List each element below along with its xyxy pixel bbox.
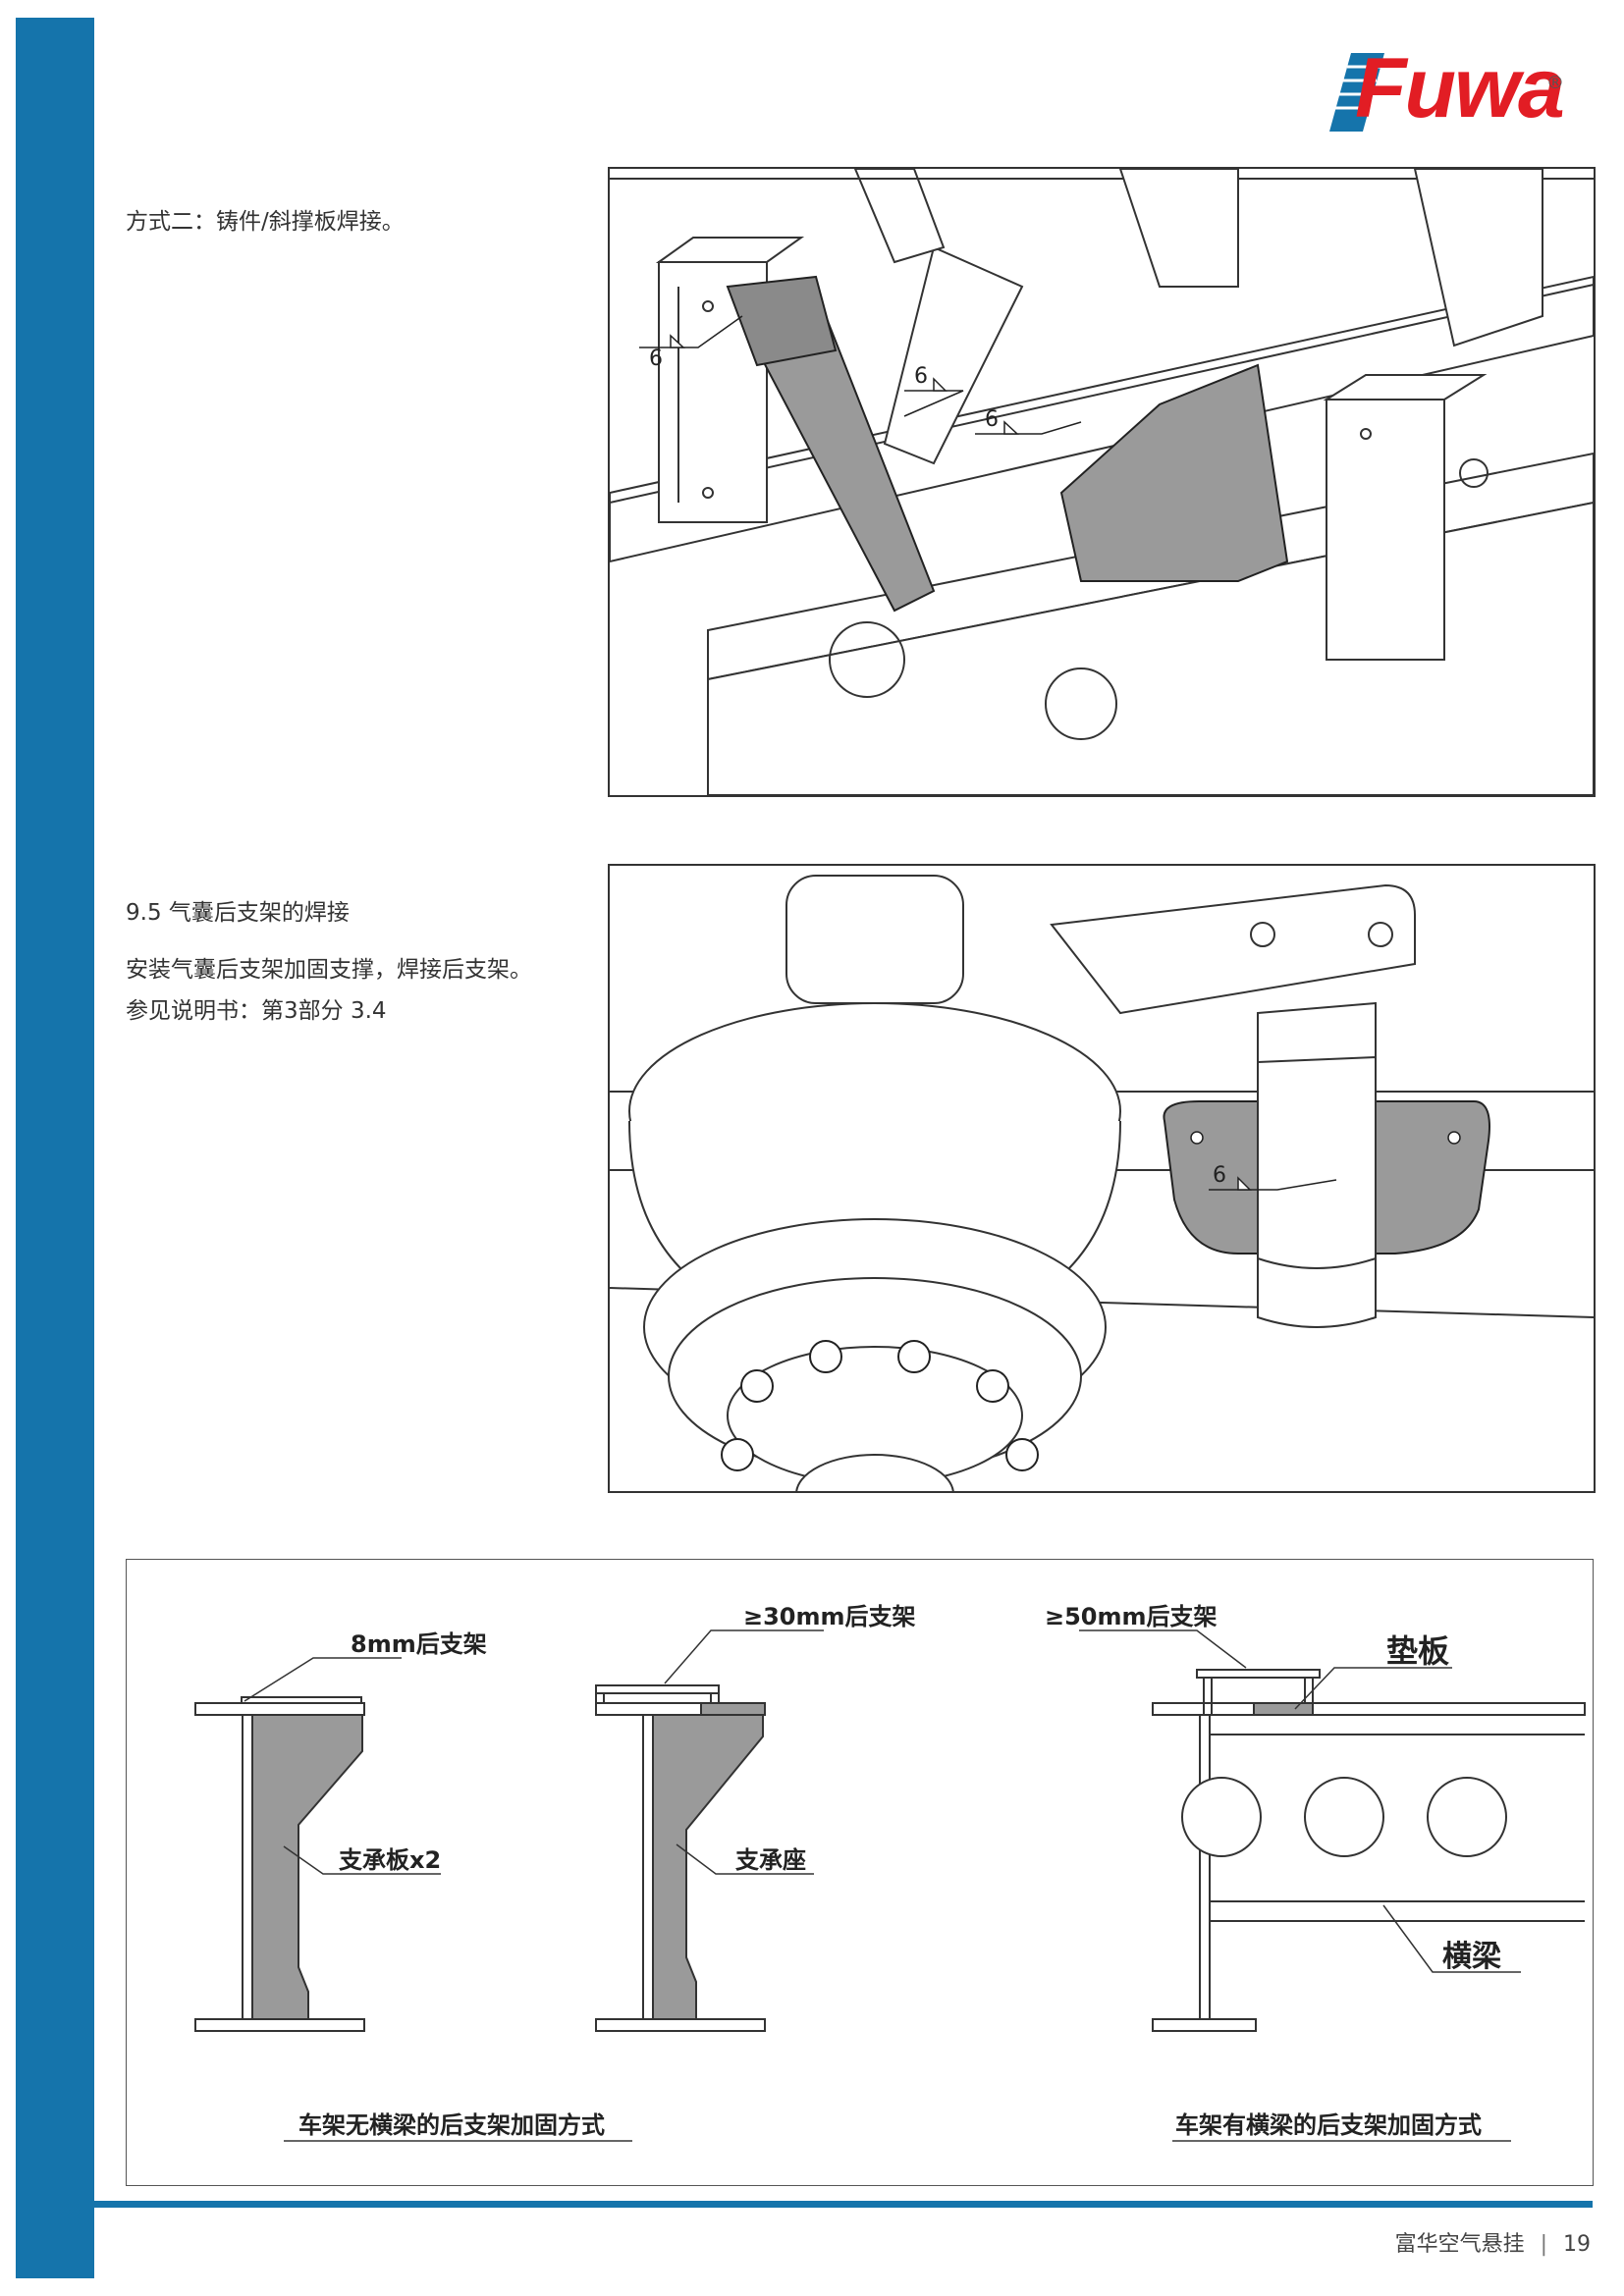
- label-pad: 垫板: [1386, 1632, 1449, 1670]
- footer-separator: |: [1540, 2232, 1547, 2257]
- side-color-bar: [16, 18, 94, 2278]
- label-8mm-bracket: 8mm后支架: [351, 1630, 487, 1658]
- figure-reinforcement-methods: 8mm后支架 ≥30mm后支架 ≥50mm后支架 垫板 支承板x2 支承座 横梁…: [126, 1559, 1594, 2186]
- weld-label-1: 6: [649, 347, 663, 371]
- label-support-seat: 支承座: [735, 1846, 806, 1874]
- label-50mm-bracket: ≥50mm后支架: [1045, 1603, 1218, 1630]
- fuwa-logo: Fuwa ®: [1316, 39, 1571, 147]
- footer: 富华空气悬挂 | 19: [1395, 2226, 1591, 2258]
- registered-mark: ®: [1546, 73, 1564, 93]
- weld-label-2: 6: [985, 407, 999, 432]
- method2-title: 方式二：铸件/斜撑板焊接。: [126, 209, 405, 235]
- logo-wordmark: Fuwa: [1355, 41, 1565, 135]
- page-number: 19: [1563, 2232, 1591, 2257]
- section-heading: 9.5 气囊后支架的焊接: [126, 900, 350, 926]
- footer-title: 富华空气悬挂: [1394, 2232, 1525, 2257]
- figure-rear-bracket-weld: 6: [608, 864, 1596, 1493]
- section-line-1: 安装气囊后支架加固支撑，焊接后支架。: [126, 957, 532, 983]
- figure-casting-weld: 6 6 6: [608, 167, 1596, 797]
- caption-with-crossbeam: 车架有横梁的后支架加固方式: [1175, 2111, 1482, 2139]
- footer-rule: [94, 2201, 1593, 2208]
- label-30mm-bracket: ≥30mm后支架: [743, 1603, 916, 1630]
- label-support-plate: 支承板x2: [339, 1846, 441, 1874]
- caption-no-crossbeam: 车架无横梁的后支架加固方式: [298, 2111, 605, 2139]
- section-line-2: 参见说明书：第3部分 3.4: [126, 998, 387, 1024]
- logo-stripes-icon: [1329, 53, 1384, 132]
- weld-label: 6: [1213, 1163, 1226, 1188]
- weld-label-3: 6: [914, 364, 928, 389]
- label-crossbeam: 横梁: [1442, 1940, 1501, 1974]
